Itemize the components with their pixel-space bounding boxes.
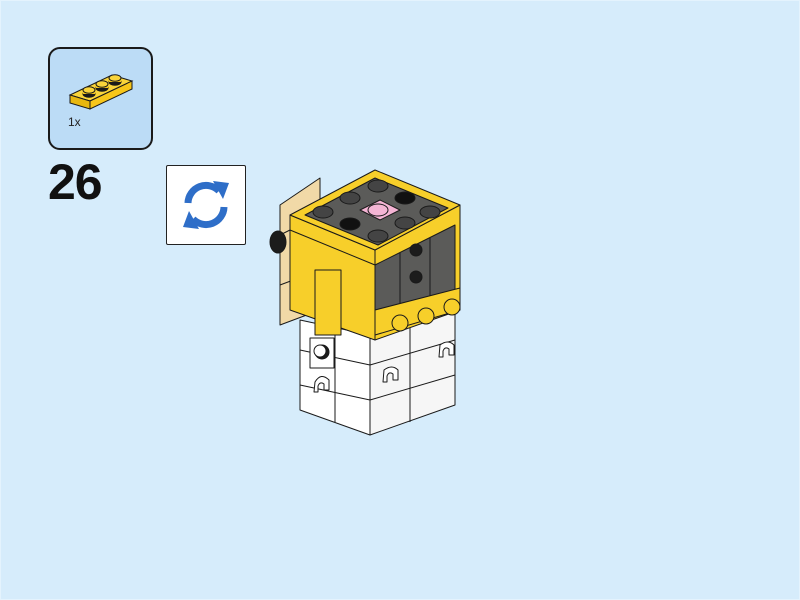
rotate-model-indicator[interactable] (166, 165, 246, 245)
part-quantity: 1x (68, 115, 81, 129)
parts-callout: 1x (48, 47, 153, 150)
rotate-icon (183, 181, 229, 229)
brickheadz-model-illustration (269, 169, 461, 436)
yellow-plate-1x3-icon (68, 74, 134, 110)
step-number: 26 (48, 154, 103, 210)
